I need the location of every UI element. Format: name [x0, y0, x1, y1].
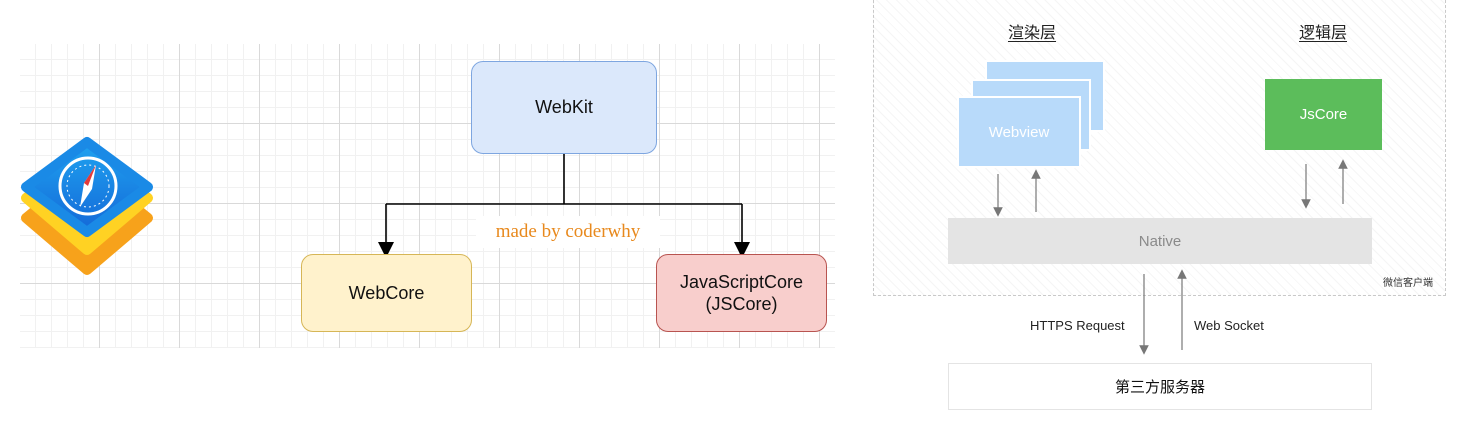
- webkit-node: WebKit: [471, 61, 657, 154]
- https-request-label: HTTPS Request: [1030, 318, 1125, 333]
- third-party-server-box: 第三方服务器: [948, 363, 1372, 410]
- javascriptcore-node-sublabel: (JSCore): [705, 294, 778, 314]
- render-layer-title: 渲染层: [1008, 25, 1057, 42]
- javascriptcore-node: JavaScriptCore (JSCore): [656, 254, 827, 332]
- grid-canvas: [20, 44, 835, 348]
- webview-label: Webview: [988, 123, 1050, 141]
- javascriptcore-node-label: JavaScriptCore: [679, 271, 804, 292]
- webview-card: Webview: [957, 96, 1081, 168]
- watermark-text: made by coderwhy: [476, 216, 660, 248]
- native-bar: Native: [948, 218, 1372, 264]
- webcore-node: WebCore: [301, 254, 472, 332]
- native-label: Native: [1138, 232, 1182, 250]
- jscore-label: JsCore: [1299, 106, 1348, 123]
- webcore-node-label: WebCore: [348, 282, 425, 303]
- jscore-block: JsCore: [1265, 79, 1382, 150]
- third-party-server-label: 第三方服务器: [1114, 379, 1205, 396]
- logic-layer-title: 逻辑层: [1299, 25, 1348, 42]
- web-socket-label: Web Socket: [1194, 318, 1264, 333]
- webkit-node-label: WebKit: [535, 97, 593, 118]
- wechat-client-label: 微信客户端: [1383, 278, 1433, 289]
